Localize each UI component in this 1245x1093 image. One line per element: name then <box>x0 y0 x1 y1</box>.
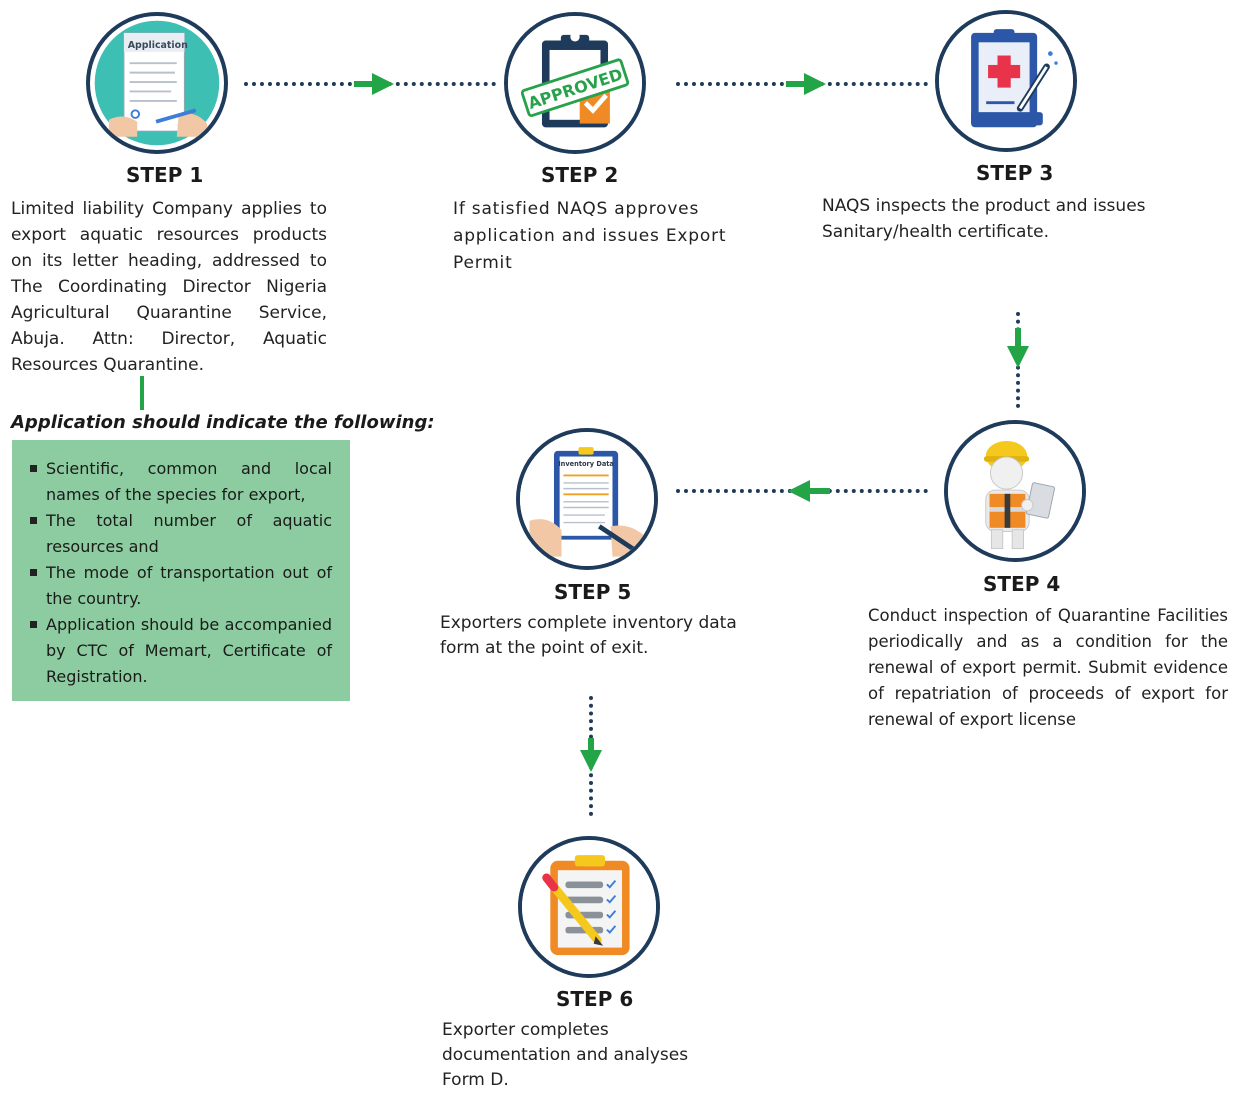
list-item-text: Application should be accompanied by CTC… <box>46 615 332 686</box>
step-2-title: STEP 2 <box>541 163 619 187</box>
connector-3-4-arrow-icon <box>1007 346 1029 368</box>
connector-5-6-arrow-icon <box>580 750 602 772</box>
step-6-description: Exporter completes documentation and ana… <box>442 1020 689 1090</box>
step-1-description: Limited liability Company applies to exp… <box>11 199 327 375</box>
list-item-text: The total number of aquatic resources an… <box>46 511 332 556</box>
bullet <box>30 517 37 524</box>
inventory-icon-label: Inventory Data <box>558 460 614 468</box>
application-icon-label: Application <box>128 40 188 51</box>
step-6-icon-circle <box>518 836 660 978</box>
inventory-data-icon: Inventory Data <box>520 432 654 566</box>
connector-4-5-arrow-shaft <box>808 488 830 494</box>
step-6-title: STEP 6 <box>556 987 634 1011</box>
bullet <box>30 621 37 628</box>
step-2-icon-circle: APPROVED <box>504 12 646 154</box>
medical-certificate-icon <box>939 14 1073 148</box>
connector-3-4-arrow-shaft <box>1015 328 1021 348</box>
application-note-list: Scientific, common and local names of th… <box>28 456 332 690</box>
application-note-heading: Application should indicate the followin… <box>11 412 435 433</box>
connector-1-2-arrow-icon <box>372 73 394 95</box>
connector-2-3-arrow-shaft <box>786 81 806 87</box>
connector-2-3-arrow-icon <box>804 73 826 95</box>
step-5-description: Exporters complete inventory data form a… <box>440 613 737 658</box>
step-1-title: STEP 1 <box>126 163 204 187</box>
approved-clipboard-icon: APPROVED <box>508 16 642 150</box>
application-note-box: Scientific, common and local names of th… <box>12 440 350 701</box>
step-1-note-connector <box>140 376 144 410</box>
step-5-icon-circle: Inventory Data <box>516 428 658 570</box>
list-item: Application should be accompanied by CTC… <box>28 612 332 690</box>
connector-4-5-arrow-icon <box>788 480 810 502</box>
bullet <box>30 465 37 472</box>
step-3-title: STEP 3 <box>976 161 1054 185</box>
connector-1-2-arrow-shaft <box>354 81 374 87</box>
step-4-description: Conduct inspection of Quarantine Facilit… <box>868 606 1228 729</box>
connector-5-6-arrow-shaft <box>588 738 594 752</box>
list-item-text: The mode of transportation out of the co… <box>46 563 332 608</box>
list-item-text: Scientific, common and local names of th… <box>46 459 332 504</box>
list-item: The total number of aquatic resources an… <box>28 508 332 560</box>
inspector-worker-icon <box>948 424 1082 558</box>
step-4-icon-circle <box>944 420 1086 562</box>
step-1-icon-circle: Application <box>86 12 228 154</box>
step-3-icon-circle <box>935 10 1077 152</box>
list-item: Scientific, common and local names of th… <box>28 456 332 508</box>
bullet <box>30 569 37 576</box>
step-2-description: If satisfied NAQS approves application a… <box>453 199 727 273</box>
list-item: The mode of transportation out of the co… <box>28 560 332 612</box>
step-5-title: STEP 5 <box>554 580 632 604</box>
application-form-icon: Application <box>94 20 220 146</box>
step-4-title: STEP 4 <box>983 572 1061 596</box>
step-3-description: NAQS inspects the product and issues San… <box>822 196 1146 242</box>
checklist-pencil-icon <box>522 840 656 974</box>
